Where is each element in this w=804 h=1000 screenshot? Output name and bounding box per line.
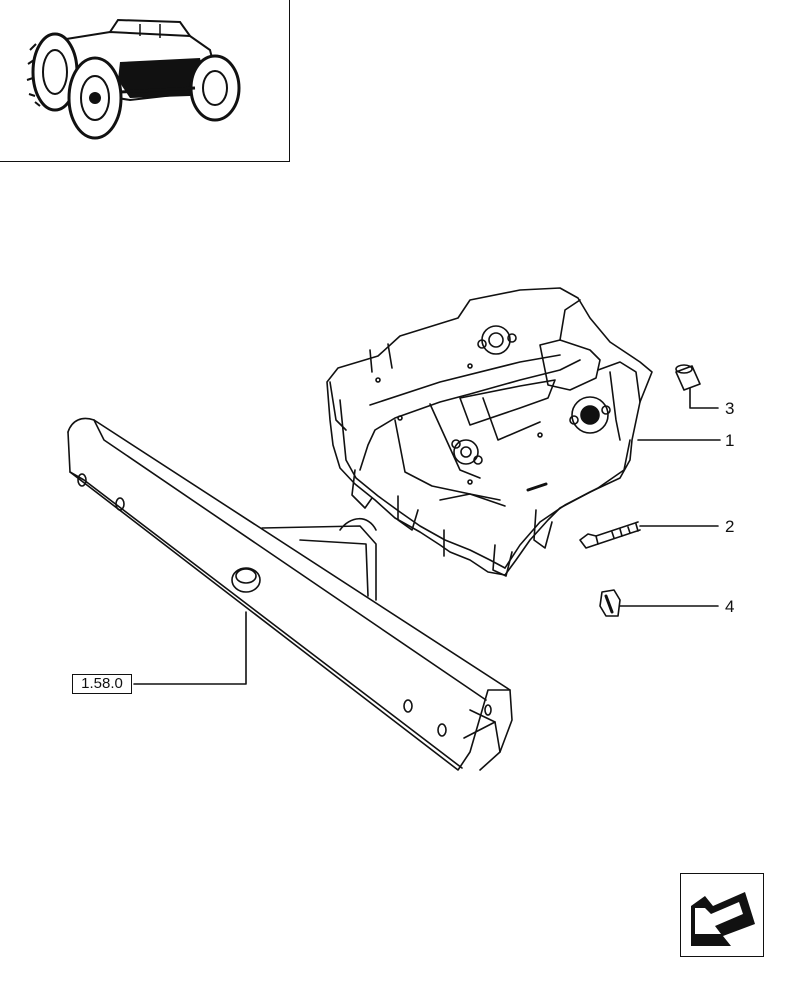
leader-line-3	[689, 387, 719, 409]
bushing	[599, 589, 621, 617]
leader-line-ref	[133, 611, 247, 685]
front-support-frame	[326, 287, 653, 577]
callout-part-2: 2	[725, 517, 735, 536]
callout-part-1: 1	[725, 431, 735, 450]
tractor-location-icon	[26, 18, 241, 140]
callout-part-4: 4	[725, 597, 735, 616]
front-axle-beam	[67, 417, 513, 771]
dowel-pin	[675, 364, 701, 391]
next-page-button[interactable]	[680, 873, 764, 957]
tractor-location-thumbnail	[0, 0, 290, 162]
bolt	[579, 521, 641, 549]
callout-part-3: 3	[725, 399, 735, 418]
next-page-arrow-icon	[691, 892, 755, 946]
reference-link[interactable]: 1.58.0	[72, 674, 132, 694]
